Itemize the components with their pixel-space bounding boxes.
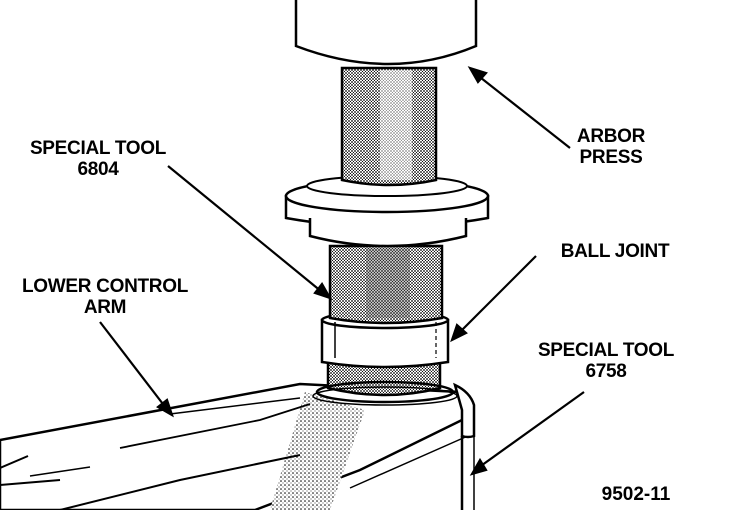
label-ball-joint-text: BALL JOINT	[560, 241, 670, 262]
special-tool-6804-flange	[284, 175, 490, 248]
ball-joint-lower-body	[312, 360, 458, 406]
figure-number: 9502-11	[601, 484, 671, 505]
label-arbor-press-line2: PRESS	[579, 147, 643, 168]
label-arbor-press-line1: ARBOR	[576, 126, 646, 147]
label-special-tool-6758: SPECIAL TOOL 6758	[526, 340, 686, 382]
label-lower-control-arm: LOWER CONTROL ARM	[10, 276, 200, 318]
arbor-press-head	[294, 0, 478, 66]
label-arbor-press: ARBOR PRESS	[566, 126, 656, 168]
label-lower-control-arm-line2: ARM	[83, 297, 127, 318]
arbor-press-ram	[340, 66, 438, 187]
label-special-tool-6804-line2: 6804	[77, 159, 119, 180]
label-special-tool-6804: SPECIAL TOOL 6804	[18, 138, 178, 180]
leader-arrows	[99, 66, 585, 476]
special-tool-6804-cylinder	[328, 244, 444, 325]
label-special-tool-6804-line1: SPECIAL TOOL	[29, 138, 167, 159]
label-special-tool-6758-line1: SPECIAL TOOL	[537, 340, 675, 361]
label-lower-control-arm-line1: LOWER CONTROL	[21, 276, 189, 297]
label-special-tool-6758-line2: 6758	[585, 361, 627, 382]
label-ball-joint: BALL JOINT	[540, 241, 690, 262]
